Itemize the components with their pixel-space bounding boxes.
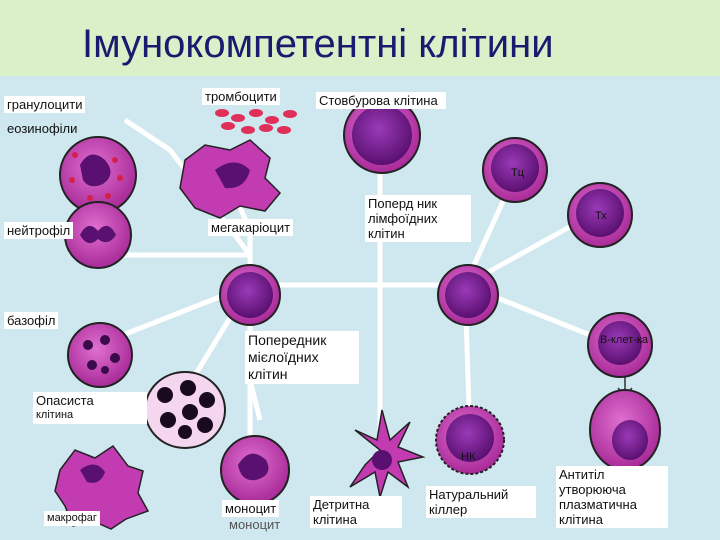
- label-th: Тх: [595, 210, 607, 222]
- basophil-cell: [67, 322, 133, 388]
- label-myeloid-progenitor: Попередник мієлоїдних клітин: [245, 331, 359, 384]
- label-monocyte: моноцит: [222, 500, 280, 517]
- label-tc: Тц: [511, 167, 525, 179]
- label-monocyte-shadow: моноцит: [229, 517, 281, 532]
- megakaryocyte-cell: [179, 139, 282, 219]
- label-basophil: базофіл: [4, 312, 59, 329]
- macrophage-cell: [54, 444, 150, 530]
- label-megakaryocyte: мегакаріоцит: [208, 219, 294, 236]
- label-neutrophil: нейтрофіл: [4, 222, 74, 239]
- label-natural-killer: Натуральний кіллер: [426, 486, 536, 518]
- plasma-cell: [589, 389, 661, 471]
- label-plasma-cell: Антитіл утворююча плазматична клітина: [556, 466, 668, 528]
- myeloid-progenitor-cell: [219, 264, 281, 326]
- monocyte-cell: [220, 435, 290, 505]
- label-mast-cell-title: Опасиста: [36, 393, 94, 408]
- label-eosinophils: еозинофіли: [7, 121, 78, 136]
- lymphoid-progenitor-cell: [437, 264, 499, 326]
- title-bar: Імунокомпетентні клітини: [0, 0, 720, 76]
- label-mast-cell-sub: клітина: [36, 409, 74, 421]
- tc-cell: [482, 137, 548, 203]
- dendritic-cell: [349, 409, 426, 500]
- page-title: Імунокомпетентні клітини: [82, 22, 554, 66]
- label-stem-cell: Стовбурова клітина: [316, 92, 446, 109]
- label-granulocytes: гранулоцити: [4, 96, 86, 113]
- label-mast-cell: Опасиста клітина: [33, 392, 147, 424]
- stem-cell: [343, 96, 421, 174]
- b-cell: [587, 312, 653, 378]
- label-dendritic: Детритна клітина: [310, 496, 402, 528]
- label-nk: НК: [461, 451, 476, 463]
- label-b-cell: В-клет-ка: [600, 334, 648, 346]
- th-cell: [567, 182, 633, 248]
- nk-cell: [435, 405, 505, 475]
- label-lymphoid-progenitor: Поперд ник лімфоїдних клітин: [365, 195, 471, 242]
- label-macrophage: макрофаг: [44, 511, 100, 526]
- mast-cell: [144, 371, 226, 449]
- neutrophil-cell: [64, 201, 132, 269]
- platelets-cluster: [215, 109, 297, 134]
- label-platelets: тромбоцити: [202, 88, 280, 105]
